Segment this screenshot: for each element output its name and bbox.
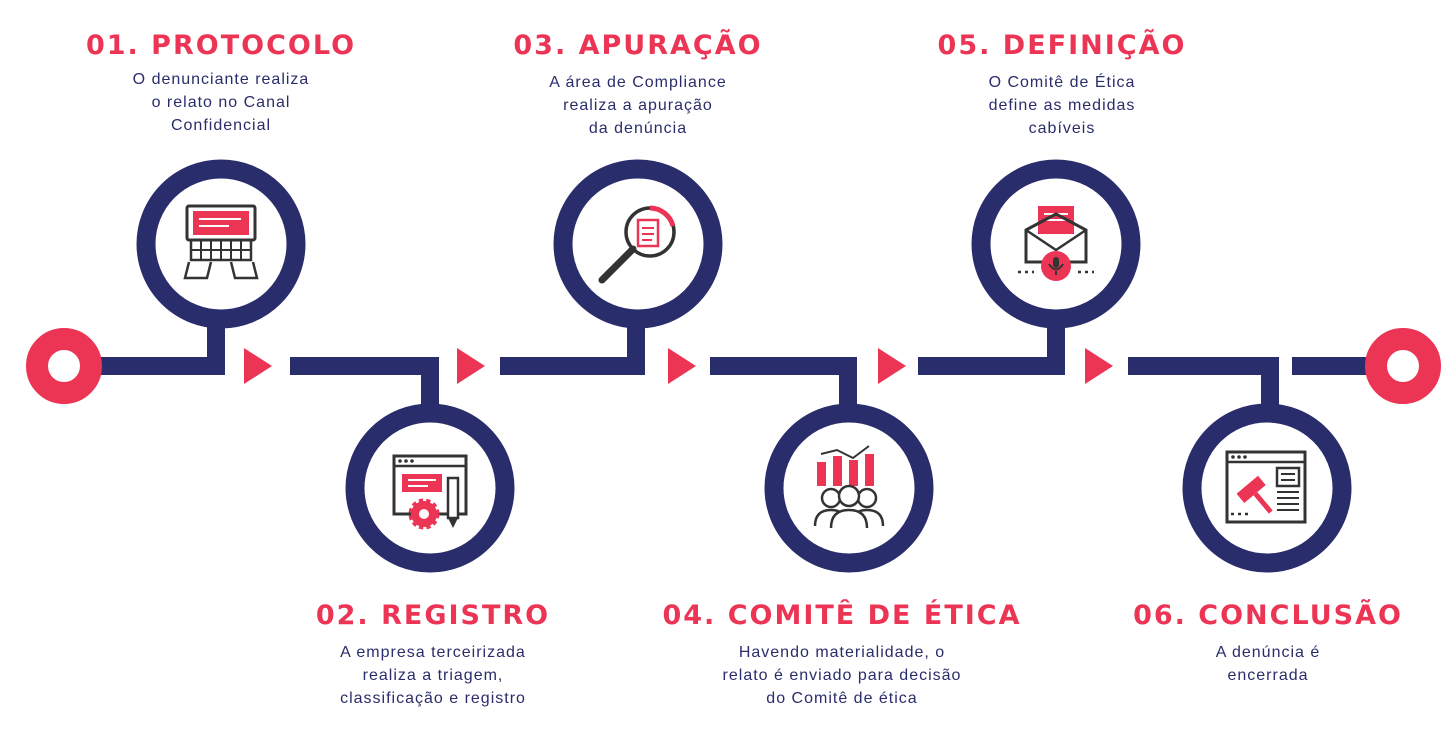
step-4-desc-line: relato é enviado para decisão bbox=[722, 667, 962, 684]
step-6-circle bbox=[1182, 403, 1352, 573]
step-4-desc-line: do Comitê de ética bbox=[766, 690, 918, 707]
step-5-desc-line: O Comitê de Ética bbox=[988, 74, 1136, 91]
step-5-desc-line: cabíveis bbox=[1028, 120, 1096, 137]
step-3-desc-line: realiza a apuração bbox=[563, 97, 713, 114]
document-settings-pencil-icon bbox=[392, 454, 468, 530]
step-2-desc-line: realiza a triagem, bbox=[362, 667, 504, 684]
step-5-desc-line: define as medidas bbox=[988, 97, 1136, 114]
magnifier-document-icon bbox=[598, 205, 676, 284]
step-2-desc-line: classificação e registro bbox=[340, 690, 526, 707]
laptop-typing-icon bbox=[183, 204, 259, 280]
step-6-description: A denúncia é encerrada bbox=[1138, 641, 1398, 687]
step-4-desc-line: Havendo materialidade, o bbox=[738, 644, 946, 661]
committee-people-chart-icon bbox=[813, 445, 885, 529]
end-node bbox=[1365, 328, 1441, 404]
step-2-description: A empresa terceirizada realiza a triagem… bbox=[283, 641, 583, 710]
gavel-browser-icon bbox=[1225, 450, 1307, 524]
step-2-desc-line: A empresa terceirizada bbox=[340, 644, 526, 661]
arrow-4 bbox=[878, 348, 906, 384]
step-3-title: 03. APURAÇÃO bbox=[513, 30, 763, 61]
step-6-title: 06. CONCLUSÃO bbox=[1133, 600, 1403, 631]
step-3-desc-line: da denúncia bbox=[588, 120, 688, 137]
step-1-desc-line: o relato no Canal bbox=[151, 94, 291, 111]
step-1-title: 01. PROTOCOLO bbox=[85, 30, 357, 61]
step-3-description: A área de Compliance realiza a apuração … bbox=[508, 71, 768, 140]
step-5-description: O Comitê de Ética define as medidas cabí… bbox=[932, 71, 1192, 140]
step-3-desc-line: A área de Compliance bbox=[549, 74, 727, 91]
step-1-desc-line: O denunciante realiza bbox=[132, 71, 310, 88]
arrow-1 bbox=[244, 348, 272, 384]
step-2-title: 02. REGISTRO bbox=[315, 600, 551, 631]
timeline-line bbox=[100, 316, 1366, 405]
arrow-3 bbox=[668, 348, 696, 384]
step-4-description: Havendo materialidade, o relato é enviad… bbox=[682, 641, 1002, 710]
step-6-desc-line: encerrada bbox=[1227, 667, 1309, 684]
step-5-circle bbox=[971, 159, 1141, 329]
arrow-2 bbox=[457, 348, 485, 384]
envelope-microphone-icon bbox=[1018, 206, 1094, 281]
step-6-desc-line: A denúncia é bbox=[1215, 644, 1321, 661]
step-4-title: 04. COMITÊ DE ÉTICA bbox=[662, 600, 1022, 631]
step-1-description: O denunciante realiza o relato no Canal … bbox=[91, 68, 351, 137]
arrow-5 bbox=[1085, 348, 1113, 384]
start-node bbox=[26, 328, 102, 404]
step-1-desc-line: Confidencial bbox=[170, 117, 272, 134]
step-5-title: 05. DEFINIÇÃO bbox=[937, 30, 1187, 61]
